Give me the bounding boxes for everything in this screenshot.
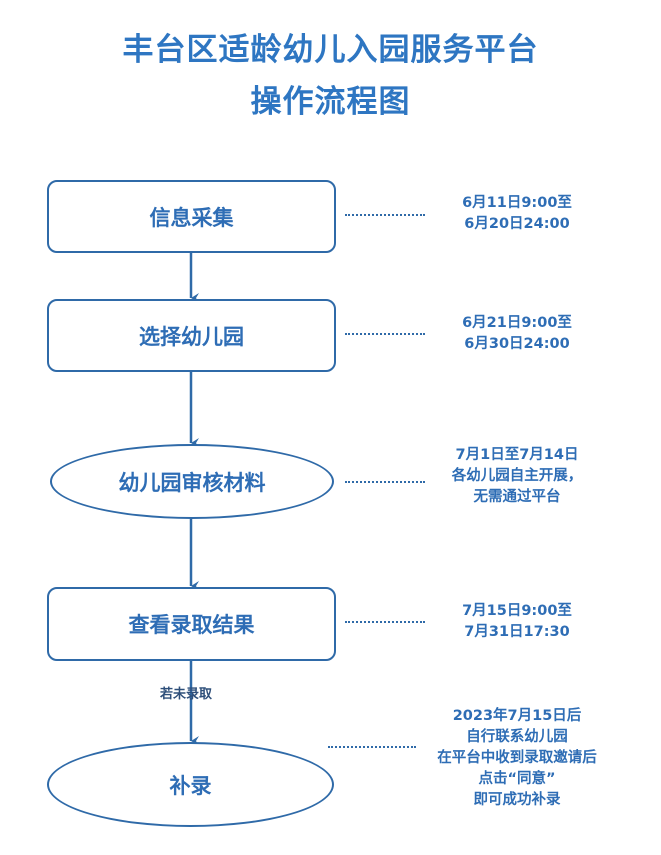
- dotted-connector: [345, 621, 425, 623]
- step-kindergarten-review: 幼儿园审核材料: [50, 444, 334, 519]
- step-label: 信息采集: [149, 205, 234, 230]
- note-line: 2023年7月15日后: [452, 708, 582, 724]
- title-line-1: 丰台区适龄幼儿入园服务平台: [122, 32, 539, 68]
- note-line: 7月15日9:00至: [462, 603, 572, 619]
- note-line: 6月11日9:00至: [462, 195, 572, 211]
- step-label: 选择幼儿园: [139, 324, 244, 349]
- dotted-connector: [328, 746, 416, 748]
- step-view-admission-result: 查看录取结果: [47, 587, 336, 661]
- branch-label: 若未录取: [160, 687, 213, 702]
- note-line: 7月1日至7月14日: [455, 447, 579, 463]
- note-line: 自行联系幼儿园: [466, 729, 568, 745]
- step-3-time-note: 7月1日至7月14日 各幼儿园自主开展， 无需通过平台: [417, 445, 617, 508]
- step-4-time-note: 7月15日9:00至 7月31日17:30: [417, 601, 617, 643]
- dotted-connector: [345, 481, 425, 483]
- note-line: 7月31日17:30: [464, 624, 570, 640]
- step-5-note: 2023年7月15日后 自行联系幼儿园 在平台中收到录取邀请后 点击“同意” 即…: [417, 706, 617, 811]
- note-line: 点击“同意”: [478, 771, 556, 787]
- note-line: 即可成功补录: [473, 792, 561, 808]
- step-label: 幼儿园审核材料: [118, 470, 266, 495]
- dotted-connector: [345, 214, 425, 216]
- note-line: 各幼儿园自主开展，: [451, 468, 583, 484]
- note-line: 6月30日24:00: [464, 336, 570, 352]
- note-line: 6月20日24:00: [464, 216, 570, 232]
- note-line: 无需通过平台: [473, 489, 561, 505]
- step-choose-kindergarten: 选择幼儿园: [47, 299, 336, 372]
- step-2-time-note: 6月21日9:00至 6月30日24:00: [417, 313, 617, 355]
- note-line: 在平台中收到录取邀请后: [437, 750, 597, 766]
- step-label: 补录: [169, 773, 212, 798]
- note-line: 6月21日9:00至: [462, 315, 572, 331]
- title-line-2: 操作流程图: [250, 84, 411, 120]
- step-supplementary-enrollment: 补录: [47, 742, 334, 827]
- step-1-time-note: 6月11日9:00至 6月20日24:00: [417, 193, 617, 235]
- dotted-connector: [345, 333, 425, 335]
- step-info-collection: 信息采集: [47, 180, 336, 253]
- step-label: 查看录取结果: [128, 613, 255, 637]
